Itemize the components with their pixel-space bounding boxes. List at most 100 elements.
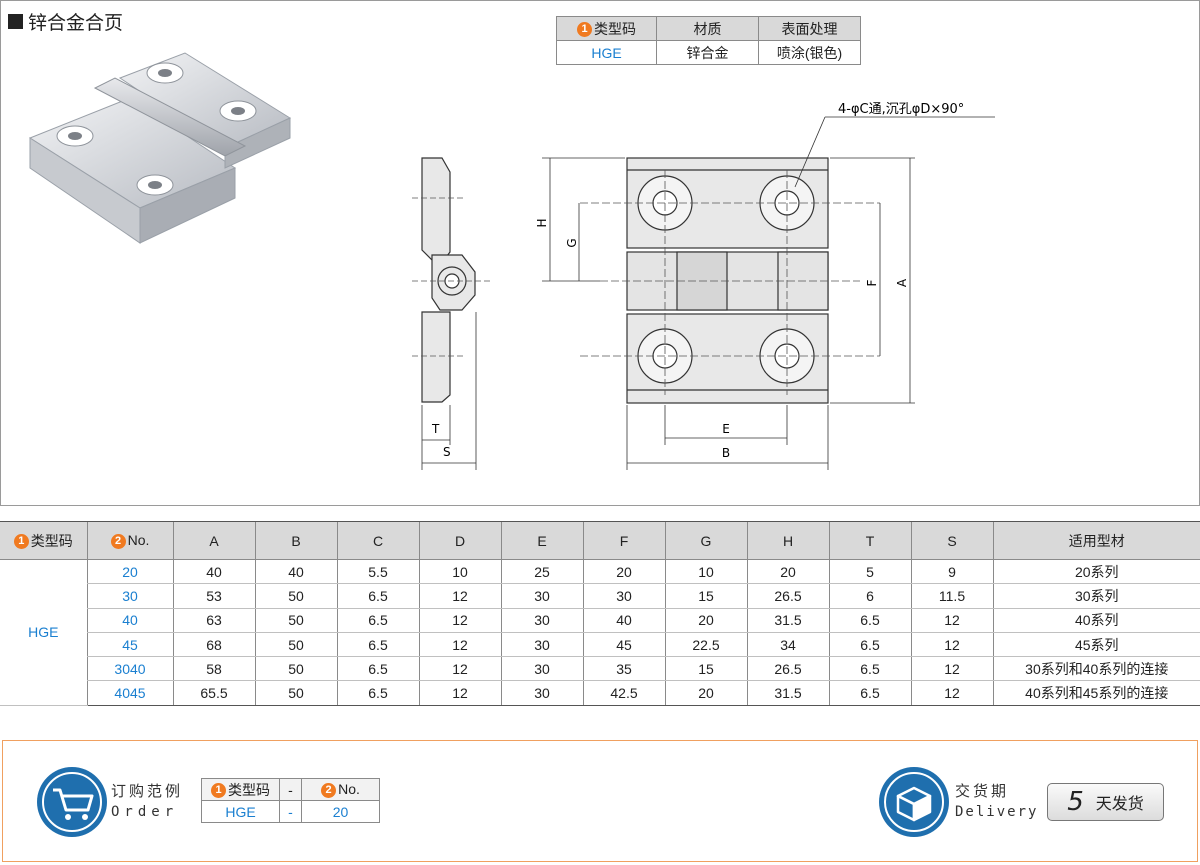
table-cell: 20系列 (992, 559, 1200, 585)
spec-header-H: H (746, 521, 829, 560)
table-cell: 10 (664, 559, 747, 585)
table-cell: 15 (664, 656, 747, 682)
table-cell: 6 (828, 583, 911, 609)
table-cell: 12 (910, 680, 993, 706)
table-cell: 45系列 (992, 632, 1200, 658)
table-cell: 6.5 (828, 656, 911, 682)
table-cell: 42.5 (582, 680, 665, 706)
hole-note: 4-φC通,沉孔φD×90° (838, 102, 964, 117)
table-cell: 30 (500, 632, 583, 658)
table-cell: 20 (664, 608, 747, 633)
table-cell: 40系列和45系列的连接 (992, 680, 1200, 706)
delivery-box-icon (879, 767, 949, 837)
table-cell: 30 (500, 608, 583, 633)
mat-material-value: 锌合金 (656, 40, 759, 65)
spec-header-A: A (172, 521, 255, 560)
dim-T: T (431, 422, 440, 436)
table-cell: 15 (664, 583, 747, 609)
table-cell: 22.5 (664, 632, 747, 658)
table-cell: 25 (500, 559, 583, 585)
table-cell: 6.5 (828, 632, 911, 658)
table-cell: 40 (172, 559, 255, 585)
table-cell: 40系列 (992, 608, 1200, 633)
table-cell: 26.5 (746, 656, 829, 682)
table-cell: 5.5 (336, 559, 419, 585)
table-cell: 50 (254, 656, 337, 682)
table-cell: 12 (418, 632, 501, 658)
spec-header-E: E (500, 521, 583, 560)
table-cell: 30 (500, 583, 583, 609)
hinge-product-image (28, 52, 292, 244)
mat-type-value: HGE (556, 40, 657, 65)
title-square-icon (8, 14, 23, 29)
table-cell: 20 (664, 680, 747, 706)
order-dash-value: - (279, 800, 302, 823)
order-header-dash: - (279, 778, 302, 801)
table-cell: 6.5 (336, 608, 419, 633)
table-cell: 58 (172, 656, 255, 682)
table-cell: 30 (500, 656, 583, 682)
spec-header-profile: 适用型材 (992, 521, 1200, 560)
mat-surface-value: 喷涂(银色) (758, 40, 861, 65)
badge-2-icon: 2 (321, 782, 337, 798)
spec-header-S: S (910, 521, 993, 560)
table-cell: 6.5 (828, 608, 911, 633)
delivery-days: 5 (1067, 787, 1084, 817)
table-cell: 40 (254, 559, 337, 585)
dim-G: G (565, 238, 579, 247)
delivery-label: 交货期 (955, 783, 1010, 800)
table-cell: 12 (418, 608, 501, 633)
table-cell: 12 (418, 583, 501, 609)
table-cell: 6.5 (828, 680, 911, 706)
badge-1-icon: 1 (211, 783, 226, 799)
order-type-value: HGE (201, 800, 280, 823)
dim-E: E (722, 422, 730, 436)
front-view (626, 157, 829, 404)
table-cell: 4045 (86, 680, 173, 706)
table-cell: 12 (418, 680, 501, 706)
table-cell: 30系列和40系列的连接 (992, 656, 1200, 682)
table-cell: 6.5 (336, 656, 419, 682)
dim-F: F (865, 279, 879, 286)
table-cell: 40 (582, 608, 665, 633)
table-cell: 9 (910, 559, 993, 585)
dim-H: H (535, 218, 549, 227)
table-cell: 45 (86, 632, 173, 658)
table-cell: 65.5 (172, 680, 255, 706)
table-cell: 12 (418, 656, 501, 682)
delivery-sub: Delivery (955, 804, 1039, 820)
delivery-days-box: 5 天发货 (1047, 783, 1164, 821)
mat-header-surface: 表面处理 (758, 16, 861, 41)
dim-B: B (722, 446, 730, 460)
table-cell: 63 (172, 608, 255, 633)
table-cell: 12 (910, 632, 993, 658)
table-cell: 12 (910, 656, 993, 682)
cart-icon (37, 767, 107, 837)
badge-2-icon: 2 (110, 533, 126, 549)
spec-type-code: HGE (0, 559, 87, 706)
table-cell: 12 (910, 608, 993, 633)
spec-header-G: G (664, 521, 747, 560)
table-cell: 20 (746, 559, 829, 585)
table-cell: 20 (582, 559, 665, 585)
order-no-value: 20 (301, 800, 380, 823)
page-title: 锌合金合页 (8, 8, 123, 35)
table-cell: 20 (86, 559, 173, 585)
table-cell: 3040 (86, 656, 173, 682)
badge-1-icon: 1 (13, 534, 29, 550)
table-cell: 31.5 (746, 608, 829, 633)
table-cell: 11.5 (910, 583, 993, 609)
table-cell: 6.5 (336, 632, 419, 658)
table-cell: 40 (86, 608, 173, 633)
order-label: 订购范例 (111, 783, 184, 800)
